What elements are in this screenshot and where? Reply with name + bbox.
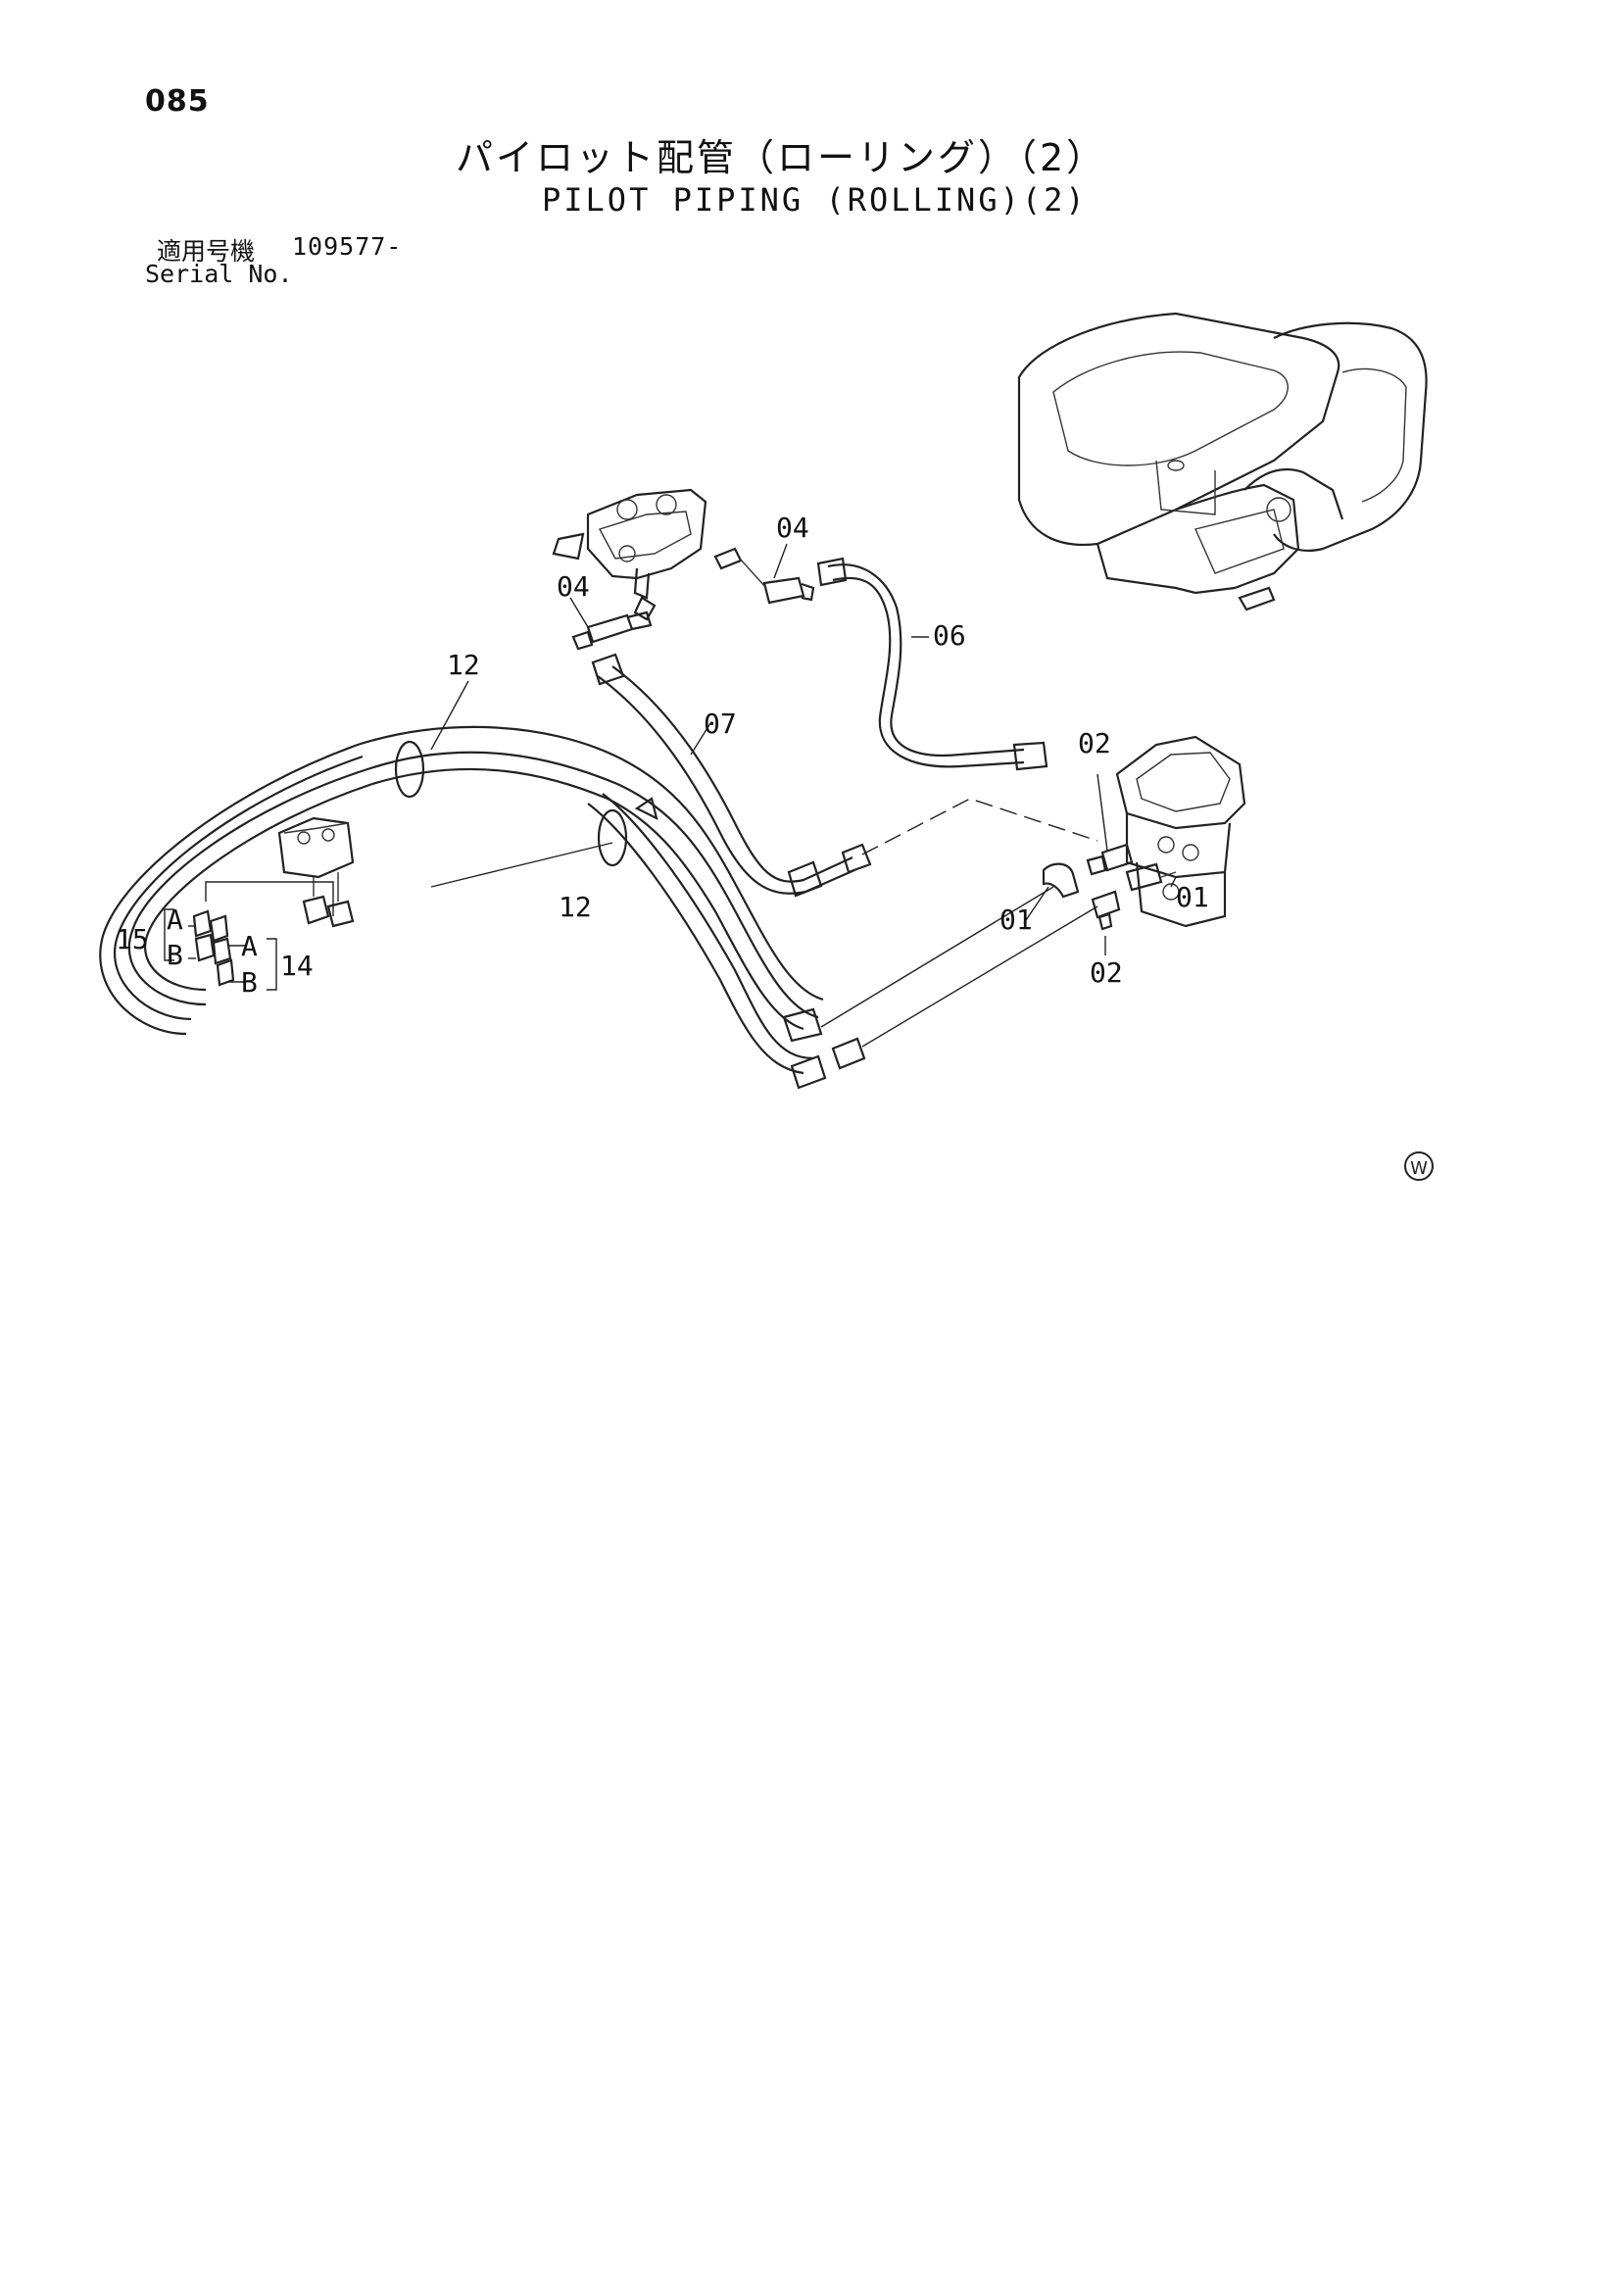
title-english: PILOT PIPING (ROLLING)(2)	[542, 181, 1088, 219]
bracket-15	[164, 908, 174, 961]
fitting-02-lower	[1091, 890, 1121, 931]
label-a-left: A	[167, 904, 183, 936]
callout-04-left: 04	[557, 570, 590, 603]
clamp-12-lower	[597, 808, 628, 867]
callout-02-lower: 02	[1090, 956, 1123, 989]
callout-01-right: 01	[1176, 881, 1209, 913]
w-mark-text: W	[1410, 1158, 1428, 1179]
callout-02-upper: 02	[1078, 727, 1111, 759]
serial-number-value: 109577-	[292, 232, 403, 261]
valve-block-left	[277, 816, 355, 928]
fittings-14-15	[192, 881, 334, 987]
fitting-04-left	[571, 611, 653, 651]
hose-06	[827, 563, 1025, 757]
callout-06: 06	[933, 619, 966, 652]
pilot-valve	[552, 488, 707, 621]
hose-bundle-main	[99, 725, 866, 1090]
label-b-right: B	[241, 966, 258, 999]
callout-07: 07	[704, 708, 737, 740]
callout-04-right: 04	[776, 512, 809, 544]
title-japanese: パイロット配管（ローリング）（2）	[456, 136, 1107, 179]
callout-14: 14	[280, 950, 314, 982]
fitting-02-upper	[1086, 843, 1134, 876]
leader-to-fitting-02	[861, 905, 1098, 1048]
serial-label-english: Serial No.	[145, 260, 293, 288]
label-a-right: A	[241, 930, 258, 962]
excavator-illustration	[1017, 312, 1428, 611]
fitting-01-left	[1042, 862, 1080, 899]
callout-15: 15	[116, 923, 149, 955]
callout-01-left: 01	[999, 904, 1033, 936]
clamp-12-upper	[394, 740, 425, 799]
hose-07	[611, 665, 853, 883]
serial-label-japanese: 適用号機	[157, 237, 256, 266]
fitting-01-right	[1125, 862, 1177, 892]
leader-to-fitting-01	[820, 886, 1054, 1028]
callout-12-lower: 12	[559, 891, 592, 923]
page-number: 085	[145, 84, 210, 119]
fitting-04-right	[713, 547, 815, 605]
callout-12-upper: 12	[447, 649, 480, 681]
label-b-left: B	[167, 939, 183, 971]
circled-w-mark: W	[1404, 1151, 1434, 1181]
bracket-14	[267, 938, 277, 991]
